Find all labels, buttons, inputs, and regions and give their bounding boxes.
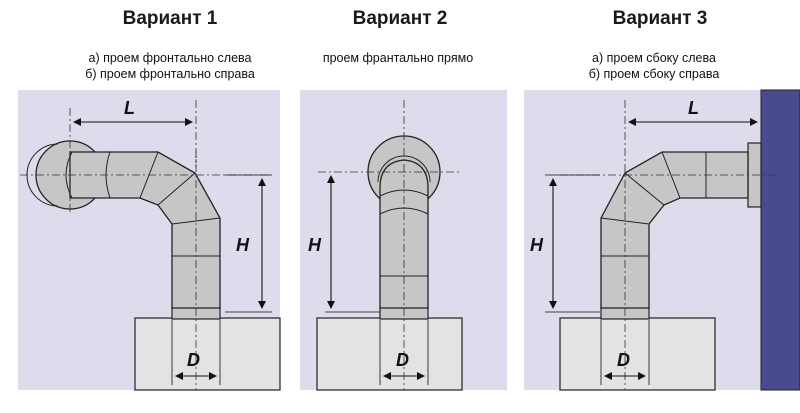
- variant3-label-L: L: [688, 98, 699, 118]
- variant2-line: проем франтально прямо: [322, 51, 474, 65]
- variant2-boiler: [316, 317, 463, 391]
- variant1-label-H: H: [236, 235, 250, 255]
- variant3-label-H: H: [530, 235, 544, 255]
- variant1-title: Вариант 1: [122, 8, 218, 29]
- variant3-title: Вариант 3: [612, 8, 708, 29]
- variant1-line-b: б) проем фронтально справа: [85, 67, 255, 81]
- variant2-label-D: D: [396, 350, 409, 370]
- variant1-line-a: а) проем фронтально слева: [88, 51, 252, 65]
- variant3-boiler: [559, 317, 716, 391]
- variant2-subtitle: проем франтально прямо: [258, 50, 538, 66]
- variant1-label-D: D: [187, 350, 200, 370]
- variant1-boiler: [134, 317, 281, 391]
- variant1-subtitle: а) проем фронтально слева б) проем фронт…: [30, 50, 310, 82]
- variant1-diagram: L H D: [20, 98, 281, 391]
- variant2-diagram: H D: [308, 100, 463, 391]
- variant2-title: Вариант 2: [352, 8, 448, 29]
- variant3-line-b: б) проем сбоку справа: [588, 67, 720, 81]
- variant3-pipe: [600, 151, 749, 309]
- variant3-line-a: а) проем сбоку слева: [592, 51, 716, 65]
- variant2-label-H: H: [308, 235, 322, 255]
- variant3-subtitle: а) проем сбоку слева б) проем сбоку спра…: [514, 50, 794, 82]
- variant3-wall: [760, 89, 800, 391]
- variant1-label-L: L: [124, 98, 135, 118]
- variant3-label-D: D: [617, 350, 630, 370]
- variant3-diagram: L H D: [530, 89, 800, 391]
